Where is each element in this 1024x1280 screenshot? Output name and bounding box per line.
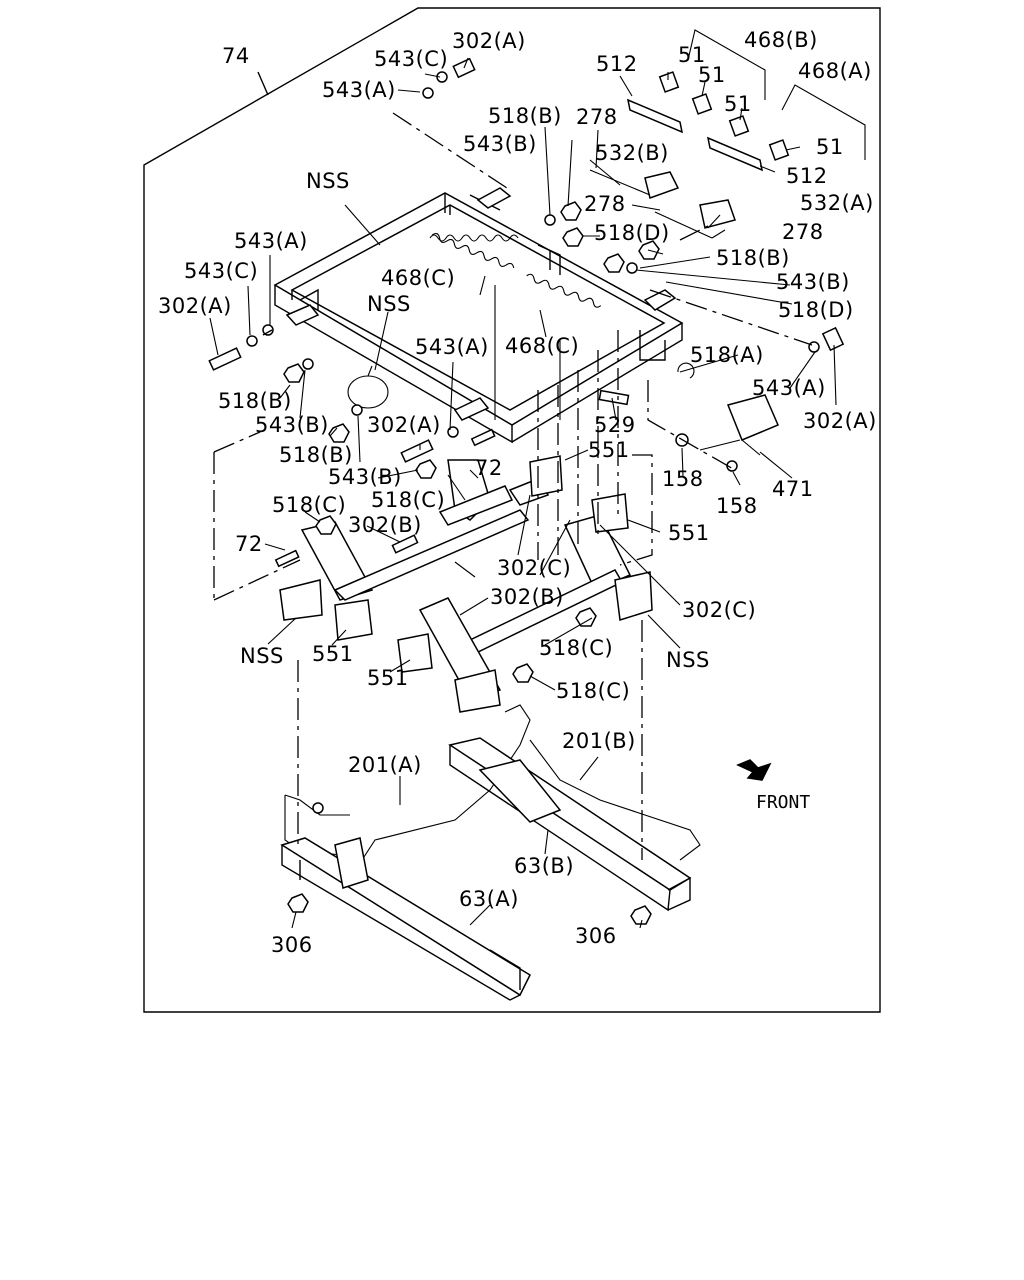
callout-518c-left: 518(C) (272, 493, 346, 517)
callout-543b-left: 543(B) (255, 413, 329, 437)
callout-468a: 468(A) (798, 59, 872, 83)
callout-518a: 518(A) (690, 343, 764, 367)
callout-201b: 201(B) (562, 729, 636, 753)
callout-302a-mid: 302(A) (367, 413, 441, 437)
callout-512-right: 512 (786, 164, 828, 188)
callout-543b-top: 543(B) (463, 132, 537, 156)
callout-278-right: 278 (782, 220, 824, 244)
leader-lines (209, 57, 837, 929)
callout-543a-right: 543(A) (752, 376, 826, 400)
callout-labels: 74 302(A) 543(C) 543(A) 468(B) 468(A) 51… (158, 28, 877, 957)
callout-63b: 63(B) (514, 854, 574, 878)
callout-518b-top: 518(B) (488, 104, 562, 128)
callout-306-left: 306 (271, 933, 313, 957)
callout-471: 471 (772, 477, 814, 501)
callout-518c-mid: 518(C) (371, 488, 445, 512)
callout-529: 529 (594, 413, 636, 437)
callout-302c-1: 302(C) (497, 556, 571, 580)
callout-51-3: 51 (724, 92, 752, 116)
callout-158-1: 158 (662, 467, 704, 491)
callout-302a-left: 302(A) (158, 294, 232, 318)
callout-532b: 532(B) (595, 141, 669, 165)
callout-543b-mid: 543(B) (328, 465, 402, 489)
callout-543a-mid: 543(A) (415, 335, 489, 359)
callout-nss-top: NSS (306, 169, 350, 193)
front-label: FRONT (756, 792, 810, 813)
seat-rails (280, 737, 692, 1001)
callout-551-4: 551 (367, 666, 409, 690)
callout-74: 74 (222, 44, 250, 68)
callout-302b-left: 302(B) (348, 513, 422, 537)
phantom-lines (213, 112, 813, 860)
callout-543c-top: 543(C) (374, 47, 448, 71)
callout-551-2: 551 (668, 521, 710, 545)
spring-468c (429, 232, 602, 420)
callout-278-mid: 278 (584, 192, 626, 216)
release-handles (589, 29, 866, 456)
callout-551-3: 551 (312, 642, 354, 666)
adjuster-linkage (279, 455, 653, 713)
callout-nss-right: NSS (666, 648, 710, 672)
callout-302c-2: 302(C) (682, 598, 756, 622)
callout-543c-left: 543(C) (184, 259, 258, 283)
callout-518d-1: 518(D) (594, 221, 670, 245)
callout-518b-left2: 518(B) (279, 443, 353, 467)
callout-51-1: 51 (678, 43, 706, 67)
callout-532a: 532(A) (800, 191, 874, 215)
callout-306-right: 306 (575, 924, 617, 948)
callout-518c-2: 518(C) (539, 636, 613, 660)
callout-51-2: 51 (698, 63, 726, 87)
callout-63a: 63(A) (459, 887, 519, 911)
callout-nss-mid: NSS (367, 292, 411, 316)
callout-468b: 468(B) (744, 28, 818, 52)
callout-518b-right: 518(B) (716, 246, 790, 270)
callout-551-1: 551 (588, 438, 630, 462)
callout-72-left: 72 (235, 532, 263, 556)
callout-72-mid: 72 (475, 456, 503, 480)
fasteners (208, 57, 845, 925)
seat-frame (273, 187, 684, 444)
diagram-frame (143, 7, 881, 1013)
callout-51-4: 51 (816, 135, 844, 159)
callout-543b-right: 543(B) (776, 270, 850, 294)
callout-543a-top: 543(A) (322, 78, 396, 102)
callout-201a: 201(A) (348, 753, 422, 777)
callout-nss-left: NSS (240, 644, 284, 668)
callout-302a-right: 302(A) (803, 409, 877, 433)
front-arrow-icon (736, 759, 772, 781)
callout-518c-3: 518(C) (556, 679, 630, 703)
callout-518b-left: 518(B) (218, 389, 292, 413)
callout-158-2: 158 (716, 494, 758, 518)
callout-518d-2: 518(D) (778, 298, 854, 322)
callout-302a-top: 302(A) (452, 29, 526, 53)
callout-278-top: 278 (576, 105, 618, 129)
nss-strap (347, 365, 389, 409)
callout-468c-2: 468(C) (505, 334, 579, 358)
callout-468c-1: 468(C) (381, 266, 455, 290)
callout-512-top: 512 (596, 52, 638, 76)
callout-302b-2: 302(B) (490, 585, 564, 609)
callout-543a-left: 543(A) (234, 229, 308, 253)
